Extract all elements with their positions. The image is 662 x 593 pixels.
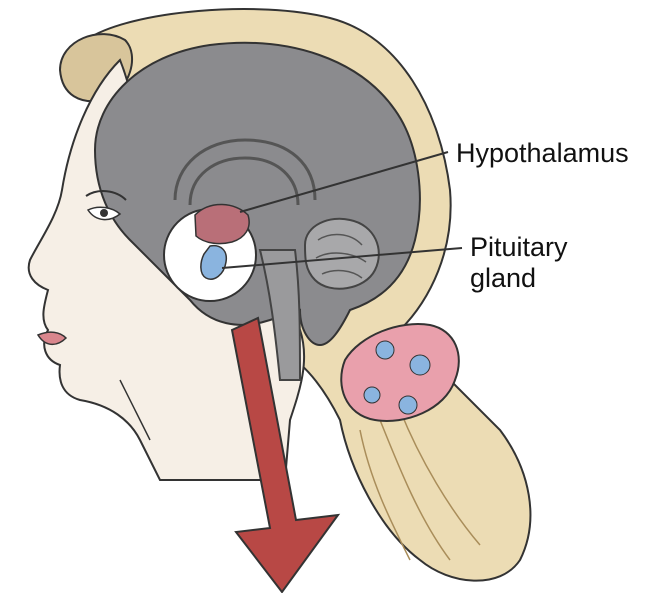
scrunchie-dot (376, 341, 394, 359)
hypothalamus-region (195, 204, 249, 243)
scrunchie-dot (399, 396, 417, 414)
pituitary-label-line2: gland (470, 263, 536, 294)
scrunchie-dot (364, 387, 380, 403)
pituitary-label: Pituitary (470, 232, 568, 263)
pupil (100, 209, 108, 217)
scrunchie-dot (410, 355, 430, 375)
hypothalamus-label: Hypothalamus (456, 138, 629, 169)
